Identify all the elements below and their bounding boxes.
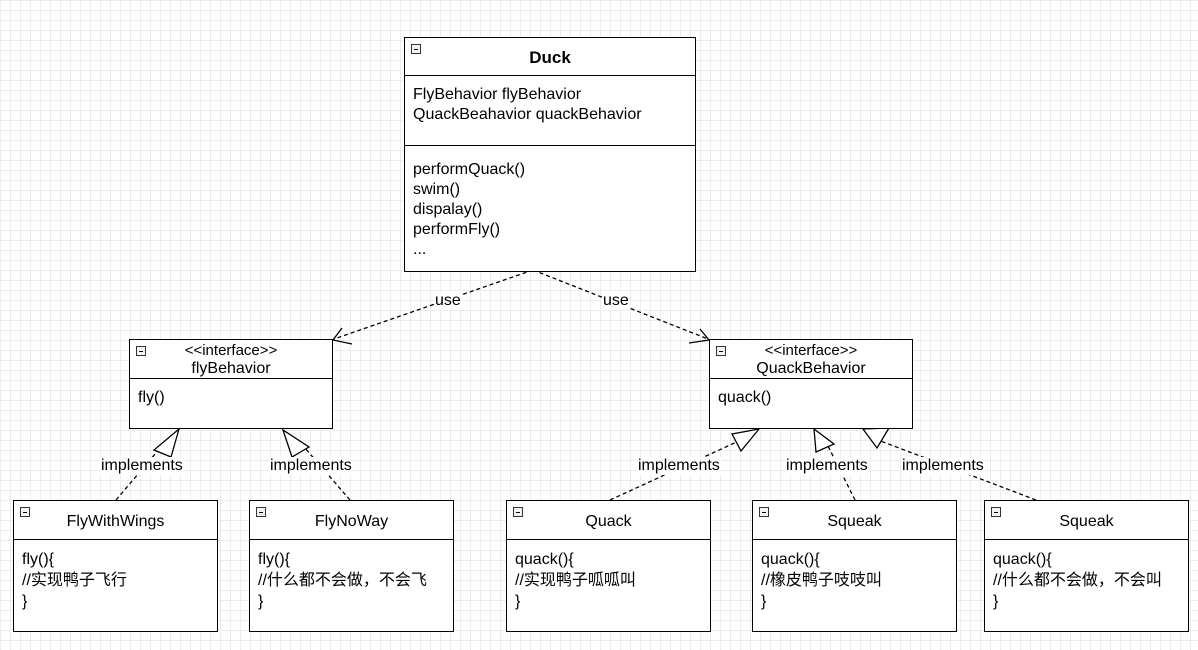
method: dispalay() [413,201,483,218]
class-name: QuackBehavior [756,360,866,377]
use-edge-fly[interactable] [333,269,534,340]
method: performFly() [413,221,501,238]
implements-label-squeak-2: implements [901,457,985,475]
code-line: quack(){ [993,551,1052,568]
code-line: } [258,593,264,610]
method: ... [413,241,427,258]
collapse-icon[interactable] [20,507,30,517]
fly-behavior-methods: fly() [130,379,332,428]
fly-no-way-body: fly(){ //什么都不会做，不会飞 } [250,540,453,631]
realization-arrowhead-flywithwings [152,427,181,458]
duck-attributes: FlyBehavior flyBehavior QuackBeahavior q… [405,76,695,146]
collapse-icon[interactable] [716,346,726,356]
class-name: Squeak [827,513,882,530]
quack-behavior-interface[interactable]: <<interface>> QuackBehavior quack() [709,339,913,429]
duck-class-header: Duck [405,38,695,76]
squeak-class-2[interactable]: Squeak quack(){ //什么都不会做，不会叫 } [984,500,1189,632]
class-name: Quack [585,513,632,530]
stereotype-label: <<interface>> [184,342,278,359]
duck-methods: performQuack() swim() dispalay() perform… [405,146,695,271]
code-line: } [761,593,767,610]
code-line: } [993,593,999,610]
class-name: FlyWithWings [66,513,165,530]
code-line: //实现鸭子呱呱叫 [515,572,636,589]
class-name: FlyNoWay [314,513,389,530]
class-name: flyBehavior [191,360,271,377]
implements-label-squeak-1: implements [785,457,869,475]
realization-arrowhead-squeak-2 [861,427,891,450]
implements-edge-flynoway[interactable] [297,439,351,501]
quack-behavior-header: <<interface>> QuackBehavior [710,340,912,379]
fly-with-wings-header: FlyWithWings [14,501,217,540]
fly-behavior-header: <<interface>> flyBehavior [130,340,332,379]
attribute: QuackBeahavior quackBehavior [413,106,642,123]
squeak-1-body: quack(){ //橡皮鸭子吱吱叫 } [753,540,956,631]
fly-with-wings-class[interactable]: FlyWithWings fly(){ //实现鸭子飞行 } [13,500,218,632]
code-line: //实现鸭子飞行 [22,572,127,589]
collapse-icon[interactable] [136,346,146,356]
method: quack() [718,389,772,406]
method: performQuack() [413,161,526,178]
code-line: quack(){ [761,551,820,568]
fly-behavior-interface[interactable]: <<interface>> flyBehavior fly() [129,339,333,429]
code-line: fly(){ [258,551,290,568]
realization-arrowhead-squeak-1 [813,427,836,453]
realization-arrowhead-flynoway [281,428,311,458]
squeak-class-1[interactable]: Squeak quack(){ //橡皮鸭子吱吱叫 } [752,500,957,632]
code-line: } [515,593,521,610]
code-line: } [22,593,28,610]
collapse-icon[interactable] [759,507,769,517]
squeak-1-header: Squeak [753,501,956,540]
squeak-2-header: Squeak [985,501,1188,540]
use-label-fly: use [434,292,462,310]
collapse-icon[interactable] [256,507,266,517]
use-label-quack: use [602,292,630,310]
fly-no-way-header: FlyNoWay [250,501,453,540]
class-name: Duck [529,48,571,67]
code-line: //什么都不会做，不会飞 [258,572,427,589]
quack-behavior-methods: quack() [710,379,912,428]
code-line: fly(){ [22,551,54,568]
quack-body: quack(){ //实现鸭子呱呱叫 } [507,540,710,631]
implements-label-quack: implements [637,457,721,475]
attribute: FlyBehavior flyBehavior [413,86,582,103]
code-line: //橡皮鸭子吱吱叫 [761,572,882,589]
method: swim() [413,181,461,198]
squeak-2-body: quack(){ //什么都不会做，不会叫 } [985,540,1188,631]
quack-header: Quack [507,501,710,540]
collapse-icon[interactable] [991,507,1001,517]
fly-with-wings-body: fly(){ //实现鸭子飞行 } [14,540,217,631]
code-line: //什么都不会做，不会叫 [993,572,1162,589]
use-arrowhead-fly [331,327,353,345]
collapse-icon[interactable] [411,44,421,54]
duck-class[interactable]: Duck FlyBehavior flyBehavior QuackBeahav… [404,37,696,272]
stereotype-label: <<interface>> [764,342,858,359]
method: fly() [138,389,165,406]
code-line: quack(){ [515,551,574,568]
collapse-icon[interactable] [513,507,523,517]
implements-label-flywithwings: implements [100,457,184,475]
fly-no-way-class[interactable]: FlyNoWay fly(){ //什么都不会做，不会飞 } [249,500,454,632]
quack-class[interactable]: Quack quack(){ //实现鸭子呱呱叫 } [506,500,711,632]
class-name: Squeak [1059,513,1114,530]
implements-label-flynoway: implements [269,457,353,475]
realization-arrowhead-quack [731,428,761,453]
